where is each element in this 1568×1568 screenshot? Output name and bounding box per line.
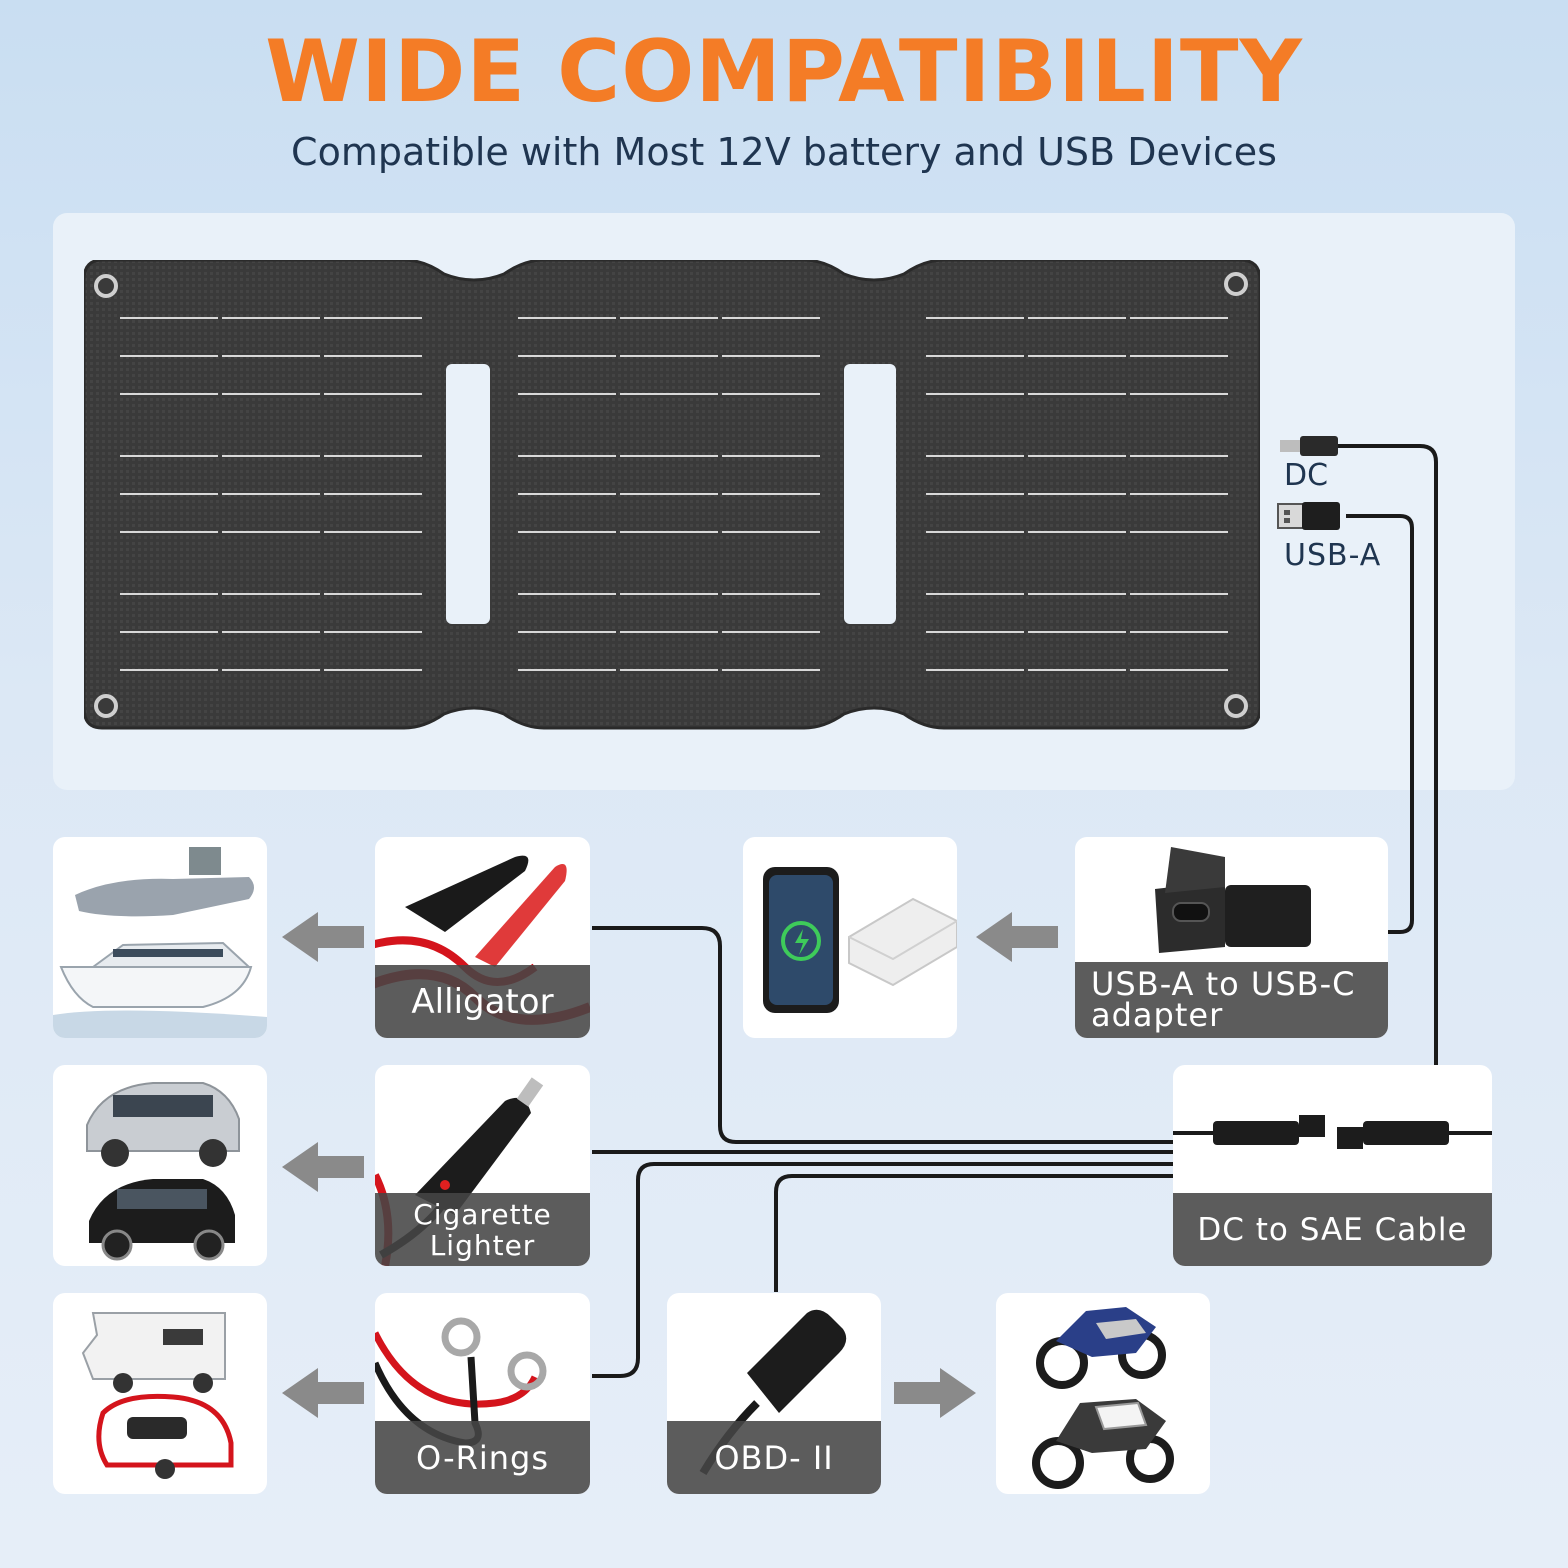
car-icon — [86, 1082, 240, 1261]
cigarette-lighter-label-line2: Lighter — [429, 1228, 536, 1262]
usb-adapter-label-line2: adapter — [1091, 996, 1224, 1034]
panel-handle-slot — [844, 364, 896, 624]
dc-sae-cable-label: DC to SAE Cable — [1173, 1193, 1492, 1266]
cigarette-lighter-label: Cigarette Lighter — [375, 1193, 590, 1266]
usb-adapter-icon — [1155, 847, 1311, 953]
usb-adapter-tile: USB-A to USB-C adapter — [1075, 837, 1388, 1038]
usb-adapter-label: USB-A to USB-C adapter — [1075, 962, 1388, 1038]
boat-yacht-tile — [53, 837, 267, 1038]
arrow-left-icon — [976, 912, 1058, 962]
rv-trailer-icon — [81, 1312, 234, 1479]
obd-label: OBD- II — [667, 1421, 881, 1494]
car-tile — [53, 1065, 267, 1266]
boat-yacht-icon — [53, 847, 267, 1038]
arrow-left-icon — [282, 1142, 364, 1192]
dc-port-label: DC — [1284, 458, 1329, 493]
motorcycle-icon — [1032, 1307, 1174, 1489]
solar-panel-image — [84, 260, 1260, 730]
page-title: WIDE COMPATIBILITY — [265, 22, 1303, 122]
o-rings-label: O-Rings — [375, 1421, 590, 1494]
alligator-label: Alligator — [375, 965, 590, 1038]
cigarette-lighter-label-line1: Cigarette — [413, 1197, 552, 1231]
obd-tile: OBD- II — [667, 1293, 881, 1494]
phone-powerbank-tile — [743, 837, 957, 1038]
arrow-left-icon — [282, 1368, 364, 1418]
dc-sae-cable-icon — [1173, 1115, 1492, 1149]
o-rings-tile: O-Rings — [375, 1293, 590, 1494]
usb-port-label: USB-A — [1284, 538, 1382, 573]
motorcycle-tile — [996, 1293, 1210, 1494]
dc-sae-cable-tile: DC to SAE Cable — [1173, 1065, 1492, 1266]
arrow-right-icon — [894, 1368, 976, 1418]
usb-adapter-label-line1: USB-A to USB-C — [1091, 965, 1356, 1003]
cigarette-lighter-tile: Cigarette Lighter — [375, 1065, 590, 1266]
panel-handle-slot — [446, 364, 490, 624]
arrow-left-icon — [282, 912, 364, 962]
phone-powerbank-icon — [763, 867, 957, 1013]
alligator-clip-tile: Alligator — [375, 837, 590, 1038]
rv-trailer-tile — [53, 1293, 267, 1494]
page-subtitle: Compatible with Most 12V battery and USB… — [291, 130, 1277, 174]
